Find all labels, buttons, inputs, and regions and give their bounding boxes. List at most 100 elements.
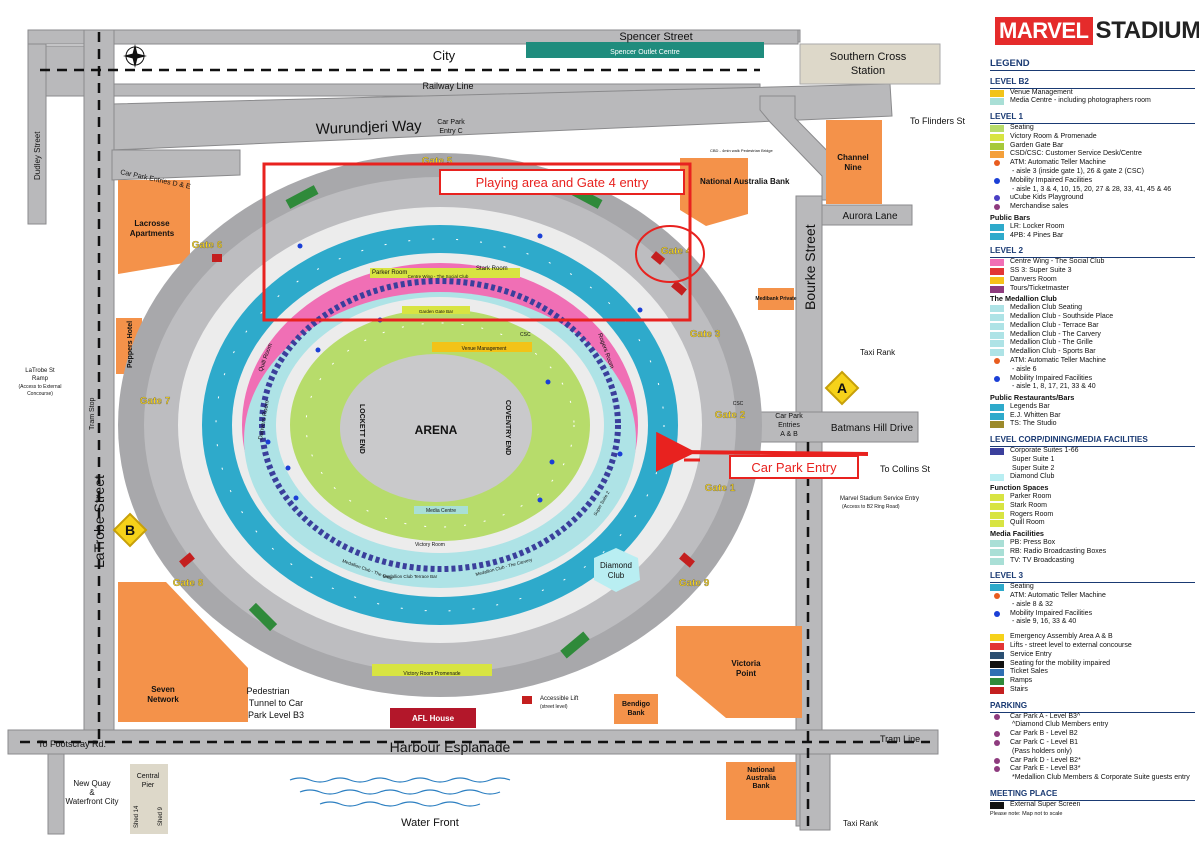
diamond-label-1: Diamond <box>600 561 632 570</box>
legend-dot-icon <box>994 610 1000 617</box>
legend-dot-icon <box>994 160 1000 167</box>
legend-item: External Super Screen <box>990 801 1195 810</box>
legend-item-label: Mobility Impaired Facilities <box>1010 609 1093 617</box>
nab-bottom-label-3: Bank <box>752 783 769 790</box>
car-park-ab-label-2: Entries <box>778 422 800 429</box>
legend-dot-icon <box>994 177 1000 184</box>
playing-area-callout-box <box>439 169 685 195</box>
gate-labels: Gate 1 Gate 2 Gate 3 Gate 4 Gate 5 Gate … <box>140 156 746 589</box>
legend-dot-icon <box>994 731 1000 738</box>
legend-swatch <box>990 151 1004 159</box>
legend-dot-icon <box>994 593 1000 600</box>
legend-level-b2: LEVEL B2 <box>990 77 1195 89</box>
harbour-label: Harbour Esplanade <box>390 739 511 755</box>
railway-label: Railway Line <box>422 81 473 91</box>
legend-swatch <box>990 678 1004 686</box>
legend-item: Tours/Ticketmaster <box>990 285 1195 294</box>
legend-item-label: (Pass holders only) <box>1012 747 1072 755</box>
gate-1-label: Gate 1 <box>705 483 736 494</box>
legend-item-label: Mobility Impaired Facilities <box>1010 176 1093 184</box>
assembly-area-b: B <box>112 512 148 548</box>
legend-swatch <box>990 548 1004 556</box>
car-park-entry-callout-text: Car Park Entry <box>751 460 837 475</box>
service-entry-label-1: Marvel Stadium Service Entry <box>840 496 919 502</box>
legend-item-label: Centre Wing - The Social Club <box>1010 258 1105 266</box>
legend-item-label: Stairs <box>1010 686 1028 693</box>
legend-item: Service Entry <box>990 651 1195 660</box>
legend-swatch <box>990 89 1004 97</box>
legend-swatch <box>990 276 1004 284</box>
legend-item-label: Medallion Club - Sports Bar <box>1010 348 1096 356</box>
channel-nine-building <box>826 120 882 204</box>
arena-field <box>340 354 532 502</box>
legend-item: Car Park B - Level B2 <box>990 730 1195 739</box>
legend-item-label: Parker Room <box>1010 493 1052 501</box>
legend-item: Merchandise sales <box>990 203 1195 212</box>
legend-item-label: ATM: Automatic Teller Machine <box>1010 159 1106 167</box>
legend-item-label: E.J. Whitten Bar <box>1010 411 1061 419</box>
legend-item-label: Medallion Club - The Carvery <box>1010 330 1101 338</box>
legend-item: Legends Bar <box>990 403 1195 412</box>
legend-item: Medallion Club - Southside Place <box>990 313 1195 322</box>
legend-item: Car Park E - Level B3* <box>990 765 1195 774</box>
legend-swatch <box>990 669 1004 677</box>
street-labels: Spencer Street City Railway Line Wurundj… <box>33 31 920 829</box>
legend-level-2: LEVEL 2 <box>990 247 1195 259</box>
logo-marvel-word: MARVEL <box>995 17 1093 45</box>
afl-house <box>390 708 476 728</box>
seven-label-2: Network <box>147 695 179 704</box>
legend-item-label: Service Entry <box>1010 650 1052 658</box>
legend-swatch <box>990 502 1004 510</box>
lacrosse-apartments <box>118 180 190 274</box>
medibank-private <box>758 288 794 310</box>
legend-swatch <box>990 133 1004 141</box>
car-park-c-label-1: Car Park <box>437 119 465 126</box>
legend-swatch <box>990 232 1004 240</box>
spencer-street-band <box>27 29 799 45</box>
legend-item-label: RB: Radio Broadcasting Boxes <box>1010 547 1107 555</box>
legend-item-label: Car Park A - Level B3^ <box>1010 712 1081 720</box>
bendigo-label-1: Bendigo <box>622 701 650 708</box>
legend-item: ATM: Automatic Teller Machine <box>990 592 1195 601</box>
legend-item-label: - aisle 3 (inside gate 1), 26 & gate 2 (… <box>1012 167 1144 175</box>
legend-item: Car Park C - Level B1 <box>990 739 1195 748</box>
legend-item-label: Car Park D - Level B2* <box>1010 756 1081 764</box>
legend-swatch <box>990 584 1004 592</box>
new-quay-label-1: New Quay <box>73 779 110 788</box>
legend-item: Medallion Club - The Grille <box>990 339 1195 348</box>
legend-swatch <box>990 313 1004 321</box>
southern-cross-label-1: Southern Cross <box>830 51 907 63</box>
shed14-label: Shed 14 <box>134 805 140 828</box>
legend-swatch <box>990 223 1004 231</box>
legend-item: Car Park A - Level B3^ <box>990 713 1195 722</box>
legend-swatch <box>990 687 1004 694</box>
car-park-labels: Car Park Entry C Car Park Entries D & E … <box>18 119 919 720</box>
legend-item: Super Suite 1 <box>990 456 1195 465</box>
channel-nine-label-2: Nine <box>844 163 862 172</box>
legend-dot-icon <box>994 195 1000 202</box>
legend-item-label: ATM: Automatic Teller Machine <box>1010 356 1106 364</box>
aurora-lane-road <box>821 204 913 226</box>
stark-room-label: Stark Room <box>476 266 508 272</box>
legend-item: LR: Locker Room <box>990 223 1195 232</box>
legend-item: - aisle 1, 3 & 4, 10, 15, 20, 27 & 28, 3… <box>990 186 1195 195</box>
nab-bottom-label-2: Australia <box>746 775 776 782</box>
legend-item-label: Emergency Assembly Area A & B <box>1010 633 1113 641</box>
batmans-hill-road <box>751 411 919 443</box>
legend-swatch <box>990 634 1004 642</box>
legend-item-label: Medallion Club - Terrace Bar <box>1010 321 1099 329</box>
latrobe-ramp-label-4: Concourse) <box>27 391 53 397</box>
legend-dot-icon <box>994 375 1000 382</box>
gate-6-label: Gate 6 <box>192 240 223 251</box>
legend-item: Rogers Room <box>990 511 1195 520</box>
legend-item-label: - aisle 8 & 32 <box>1012 600 1053 608</box>
legend-item: Quill Room <box>990 519 1195 528</box>
legend-item-label: - aisle 6 <box>1012 365 1037 373</box>
diamond-label-2: Club <box>608 571 625 580</box>
compass-icon <box>123 44 147 68</box>
legend-swatch <box>990 421 1004 429</box>
legend-item-label: *Medallion Club Members & Corporate Suit… <box>1012 774 1190 782</box>
legend-item: Venue Management <box>990 89 1195 98</box>
spencer-outlet-centre <box>526 42 764 58</box>
legend-item-label: CSD/CSC: Customer Service Desk/Centre <box>1010 150 1142 158</box>
